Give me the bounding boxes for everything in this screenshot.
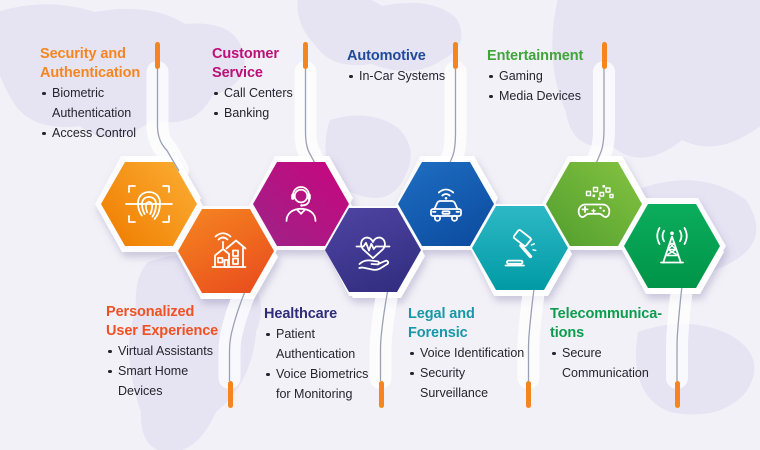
section-automotive: Automotive In-Car Systems — [347, 47, 477, 86]
section-bullets: Voice Identification Security Surveillan… — [408, 343, 526, 403]
section-healthcare: Healthcare Patient Authentication Voice … — [264, 305, 376, 404]
section-bullets: Gaming Media Devices — [487, 66, 617, 106]
connector-bar — [526, 381, 531, 408]
connector-bar — [378, 381, 384, 408]
section-title: Security and Authentication — [40, 46, 141, 81]
section-title: Healthcare — [264, 306, 338, 322]
section-title: Entertainment — [487, 48, 584, 64]
hexagon-healthcare — [325, 208, 421, 292]
hexagon-legal-forensic — [472, 206, 568, 290]
connector-bar — [675, 381, 680, 408]
radio-tower-icon — [656, 227, 688, 264]
connector-bar — [303, 42, 308, 69]
hexagon-telecommunications — [624, 204, 720, 288]
hexagon-entertainment — [546, 162, 642, 246]
smart-home-icon — [211, 232, 247, 268]
section-security-authentication: Security and Authentication Biometric Au… — [40, 45, 172, 143]
section-title: Personalized User Experience — [106, 304, 219, 339]
bullet-item: Voice Identification — [408, 343, 526, 363]
hexagon-customer-service — [253, 162, 349, 246]
connected-car-icon — [430, 188, 462, 222]
section-entertainment: Entertainment Gaming Media Devices — [487, 47, 617, 106]
hexagon-personalized-user-experience — [178, 209, 274, 293]
hexagon-automotive — [398, 162, 494, 246]
connector-bar — [453, 42, 458, 69]
hexagon-security — [101, 162, 197, 246]
hexagon-row — [101, 162, 720, 293]
section-title: Automotive — [347, 48, 426, 64]
section-bullets: In-Car Systems — [347, 66, 477, 86]
section-bullets: Call Centers Banking — [212, 83, 324, 123]
section-personalized-user-experience: Personalized User Experience Virtual Ass… — [106, 303, 224, 401]
bullet-item: Biometric Authentication — [40, 83, 172, 123]
section-customer-service: Customer Service Call Centers Banking — [212, 45, 324, 123]
bullet-item: In-Car Systems — [347, 66, 477, 86]
section-title: Telecommunica- tions — [550, 306, 662, 341]
section-telecommunications: Telecommunica- tions Secure Communicatio… — [550, 305, 662, 383]
heart-in-hand-icon — [355, 236, 391, 271]
bullet-item: Secure Communication — [550, 343, 662, 383]
bullet-item: Access Control — [40, 123, 172, 143]
gavel-icon — [504, 229, 537, 267]
gaming-controller-icon — [577, 185, 614, 218]
bullet-item: Patient Authentication — [264, 324, 376, 364]
section-bullets: Secure Communication — [550, 343, 662, 383]
section-bullets: Patient Authentication Voice Biometrics … — [264, 324, 376, 404]
section-title: Legal and Forensic — [408, 306, 475, 341]
connector-bar — [155, 42, 160, 69]
bullet-item: Smart Home Devices — [106, 361, 224, 401]
section-bullets: Virtual Assistants Smart Home Devices — [106, 341, 224, 401]
section-title: Customer Service — [212, 46, 279, 81]
connector-lines — [146, 61, 693, 389]
section-bullets: Biometric Authentication Access Control — [40, 83, 172, 143]
hex-ribbon-band — [95, 156, 726, 299]
bullet-item: Call Centers — [212, 83, 324, 103]
bullet-item: Gaming — [487, 66, 617, 86]
connector-bar — [227, 381, 233, 408]
bullet-item: Media Devices — [487, 86, 617, 106]
bullet-item: Security Surveillance — [408, 363, 526, 403]
bullet-item: Virtual Assistants — [106, 341, 224, 361]
bullet-item: Banking — [212, 103, 324, 123]
support-agent-icon — [285, 186, 317, 222]
section-legal-forensic: Legal and Forensic Voice Identification … — [408, 305, 526, 403]
fingerprint-scan-icon — [125, 185, 173, 223]
connector-bar — [601, 42, 607, 69]
bullet-item: Voice Biometrics for Monitoring — [264, 364, 376, 404]
